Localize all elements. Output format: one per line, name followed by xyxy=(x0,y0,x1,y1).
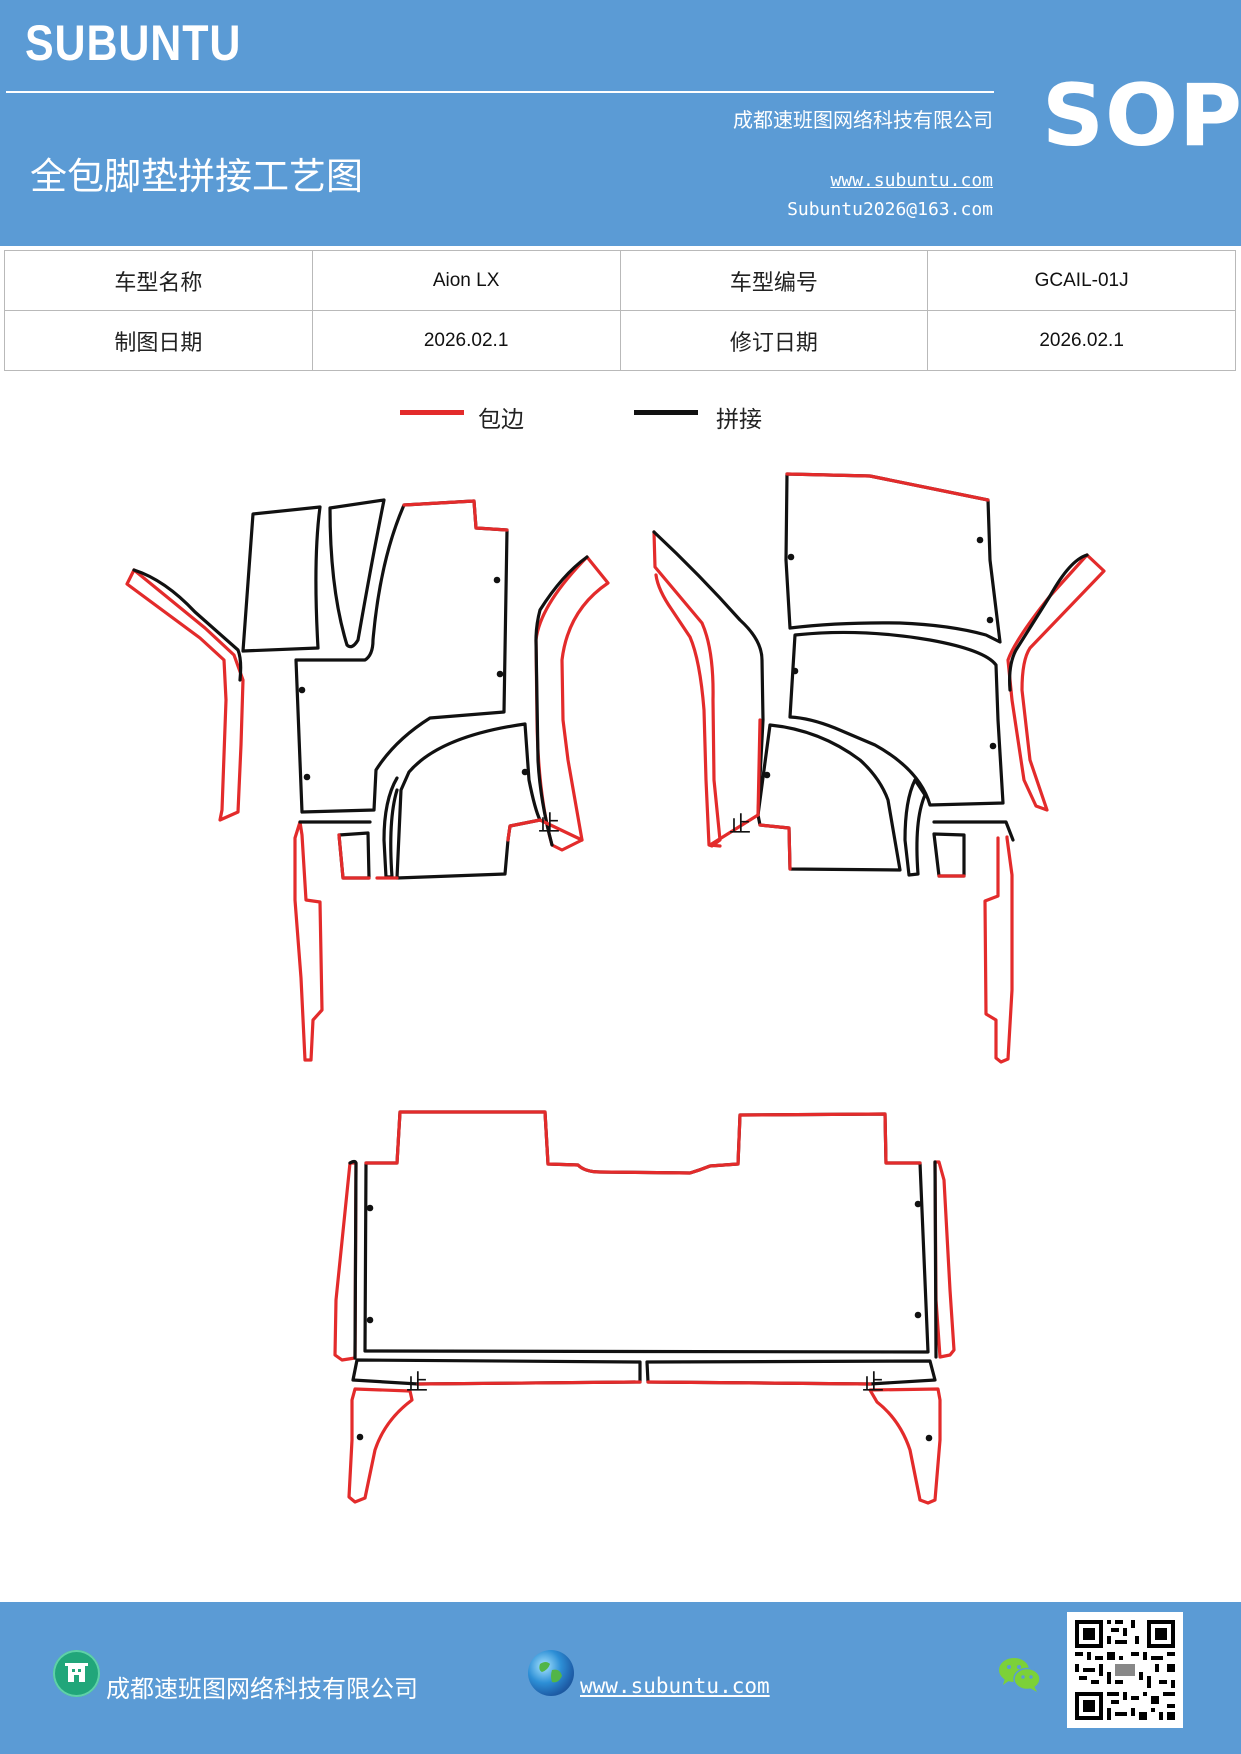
qr-code[interactable] xyxy=(1067,1612,1183,1728)
stop-mark: 止 xyxy=(729,813,751,838)
table-row: 制图日期 2026.02.1 修订日期 2026.02.1 xyxy=(4,310,1236,371)
stop-mark: 止 xyxy=(538,812,560,837)
doc-type-label: SOP xyxy=(1042,66,1241,166)
mat-piece-front-right-mid xyxy=(788,630,1005,807)
model-name-label: 车型名称 xyxy=(4,250,313,311)
building-icon xyxy=(53,1650,100,1697)
model-code-label: 车型编号 xyxy=(619,250,929,311)
brand-logo: SUBUNTU xyxy=(25,15,242,71)
header-website-link[interactable]: www.subuntu.com xyxy=(830,170,993,191)
legend-edge-swatch xyxy=(400,410,464,415)
mat-piece-front-left-sill xyxy=(293,820,324,1062)
mat-piece-rear-leg-left xyxy=(347,1387,414,1504)
page-title: 全包脚垫拼接工艺图 xyxy=(30,155,363,198)
footer-company: 成都速班图网络科技有限公司 xyxy=(106,1675,418,1703)
header-company: 成都速班图网络科技有限公司 xyxy=(733,108,993,132)
draw-date-value: 2026.02.1 xyxy=(311,310,621,371)
legend-join-label: 拼接 xyxy=(716,407,762,433)
model-name-value: Aion LX xyxy=(311,250,621,311)
mat-piece-front-right-sill xyxy=(983,835,1014,1064)
table-row: 车型名称 Aion LX 车型编号 GCAIL-01J xyxy=(4,250,1236,311)
legend-edge-label: 包边 xyxy=(478,407,524,433)
mat-piece-rear-main xyxy=(363,1110,930,1354)
mat-piece-rear-leg-right xyxy=(868,1387,942,1505)
mat-piece-rear-bottom-right xyxy=(645,1359,937,1386)
wechat-icon[interactable] xyxy=(996,1652,1044,1696)
stop-mark: 止 xyxy=(406,1371,428,1396)
header-divider xyxy=(6,91,994,93)
mat-piece-front-right-heel xyxy=(932,832,966,878)
mat-piece-front-left-b xyxy=(328,498,386,649)
mat-piece-front-right-top xyxy=(784,472,1002,644)
mat-piece-front-right-tunnel xyxy=(903,778,927,877)
legend-join-swatch xyxy=(634,410,698,415)
model-code-value: GCAIL-01J xyxy=(927,250,1236,311)
mat-piece-rear-left-strip xyxy=(333,1161,358,1362)
revise-date-value: 2026.02.1 xyxy=(927,310,1236,371)
header-banner xyxy=(0,0,1241,246)
revise-date-label: 修订日期 xyxy=(619,310,929,371)
mat-piece-right-left-strip xyxy=(652,530,722,848)
mat-piece-front-left-a xyxy=(241,505,322,653)
info-table: 车型名称 Aion LX 车型编号 GCAIL-01J 制图日期 2026.02… xyxy=(4,250,1236,371)
footer-website-link[interactable]: www.subuntu.com xyxy=(580,1674,770,1698)
mat-piece-rear-bottom-left xyxy=(351,1358,642,1386)
mat-piece-right-side-strip xyxy=(1006,553,1106,812)
globe-icon xyxy=(528,1650,574,1696)
draw-date-label: 制图日期 xyxy=(4,310,313,371)
header-email: Subuntu2026@163.com xyxy=(787,199,993,220)
mat-piece-left-side-strip xyxy=(125,568,245,822)
mat-piece-front-left-arch xyxy=(395,722,542,880)
mat-piece-front-right-arch xyxy=(756,723,902,872)
mat-piece-front-left-main xyxy=(294,499,509,814)
mat-piece-rear-right-strip xyxy=(933,1160,956,1359)
stop-mark: 止 xyxy=(862,1371,884,1396)
